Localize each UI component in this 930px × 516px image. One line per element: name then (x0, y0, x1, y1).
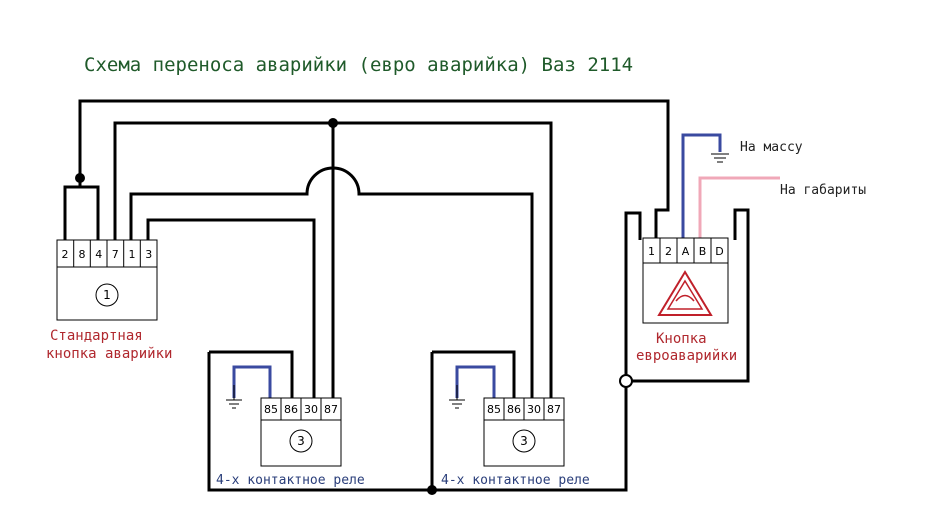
right-relay-85-86-bridge (455, 365, 496, 398)
std-number: 1 (103, 288, 111, 302)
wire-pin2-to-euro-pin1 (63, 99, 670, 244)
relay-left-pin: 85 (264, 403, 278, 416)
ground-annotation: На массу (740, 140, 803, 155)
parking-lights-wire (698, 176, 780, 240)
euro-pin: 1 (648, 245, 655, 258)
wire-euro-frame (626, 208, 750, 383)
diagram-title: Схема переноса аварийки (евро аварийка) … (84, 54, 633, 76)
relay-right-label: 4-х контактное реле (441, 473, 590, 488)
ground-wire (681, 133, 722, 240)
relay-left-number-circle (289, 429, 313, 453)
relay-left-label: 4-х контактное реле (216, 473, 365, 488)
ground-symbol-left-relay (226, 385, 242, 409)
std-pin: 2 (62, 248, 69, 261)
standard-hazard-button: 2 8 4 7 1 3 1 (56, 239, 158, 321)
relay-right-pin: 30 (527, 403, 541, 416)
ground-symbol-euro (711, 153, 729, 163)
wire-pin8 (80, 185, 100, 244)
std-pin: 4 (95, 248, 102, 261)
relay-right-pin: 85 (487, 403, 501, 416)
euro-pin: 2 (665, 245, 672, 258)
junction-dot-left (75, 173, 85, 183)
relay-left-pin: 30 (304, 403, 318, 416)
euro-pin: A (682, 245, 690, 258)
relay-left-pin: 87 (324, 403, 338, 416)
std-label-line1: Стандартная (50, 328, 143, 344)
wire-right-relay-frame (432, 350, 516, 398)
left-relay-85-86-bridge (232, 365, 272, 398)
std-pin: 3 (145, 248, 152, 261)
std-pin: 8 (79, 248, 86, 261)
wire-pin1-to-left-relay-87 (129, 166, 534, 398)
junction-dot-bottom (427, 485, 437, 495)
hazard-triangle-icon (657, 270, 713, 316)
relay-right-pin: 87 (547, 403, 561, 416)
euro-label-line1: Кнопка (656, 331, 707, 347)
relay-left: 85 86 30 87 3 (260, 397, 342, 467)
relay-right-number: 3 (520, 434, 528, 448)
std-number-circle (95, 283, 119, 307)
wire-bottom-rail (207, 211, 642, 492)
junction-dot-top (328, 118, 338, 128)
relay-right: 85 86 30 87 3 (483, 397, 565, 467)
std-label-line2: кнопка аварийки (46, 346, 172, 362)
euro-pin: D (715, 245, 723, 258)
junction-ring-euro (619, 374, 633, 388)
std-pin: 1 (129, 248, 136, 261)
parking-lights-annotation: На габариты (780, 183, 866, 198)
ground-symbol-right-relay (449, 385, 465, 409)
relay-left-number: 3 (297, 434, 305, 448)
std-pin: 7 (112, 248, 119, 261)
wire-left-relay-frame (209, 350, 294, 398)
relay-left-pin: 86 (284, 403, 298, 416)
euro-pin: B (699, 245, 707, 258)
wire-pin3-to-left-relay-30 (146, 218, 316, 398)
relay-right-pin: 86 (507, 403, 521, 416)
relay-right-number-circle (512, 429, 536, 453)
euro-label-line2: евроаварийки (636, 348, 737, 364)
